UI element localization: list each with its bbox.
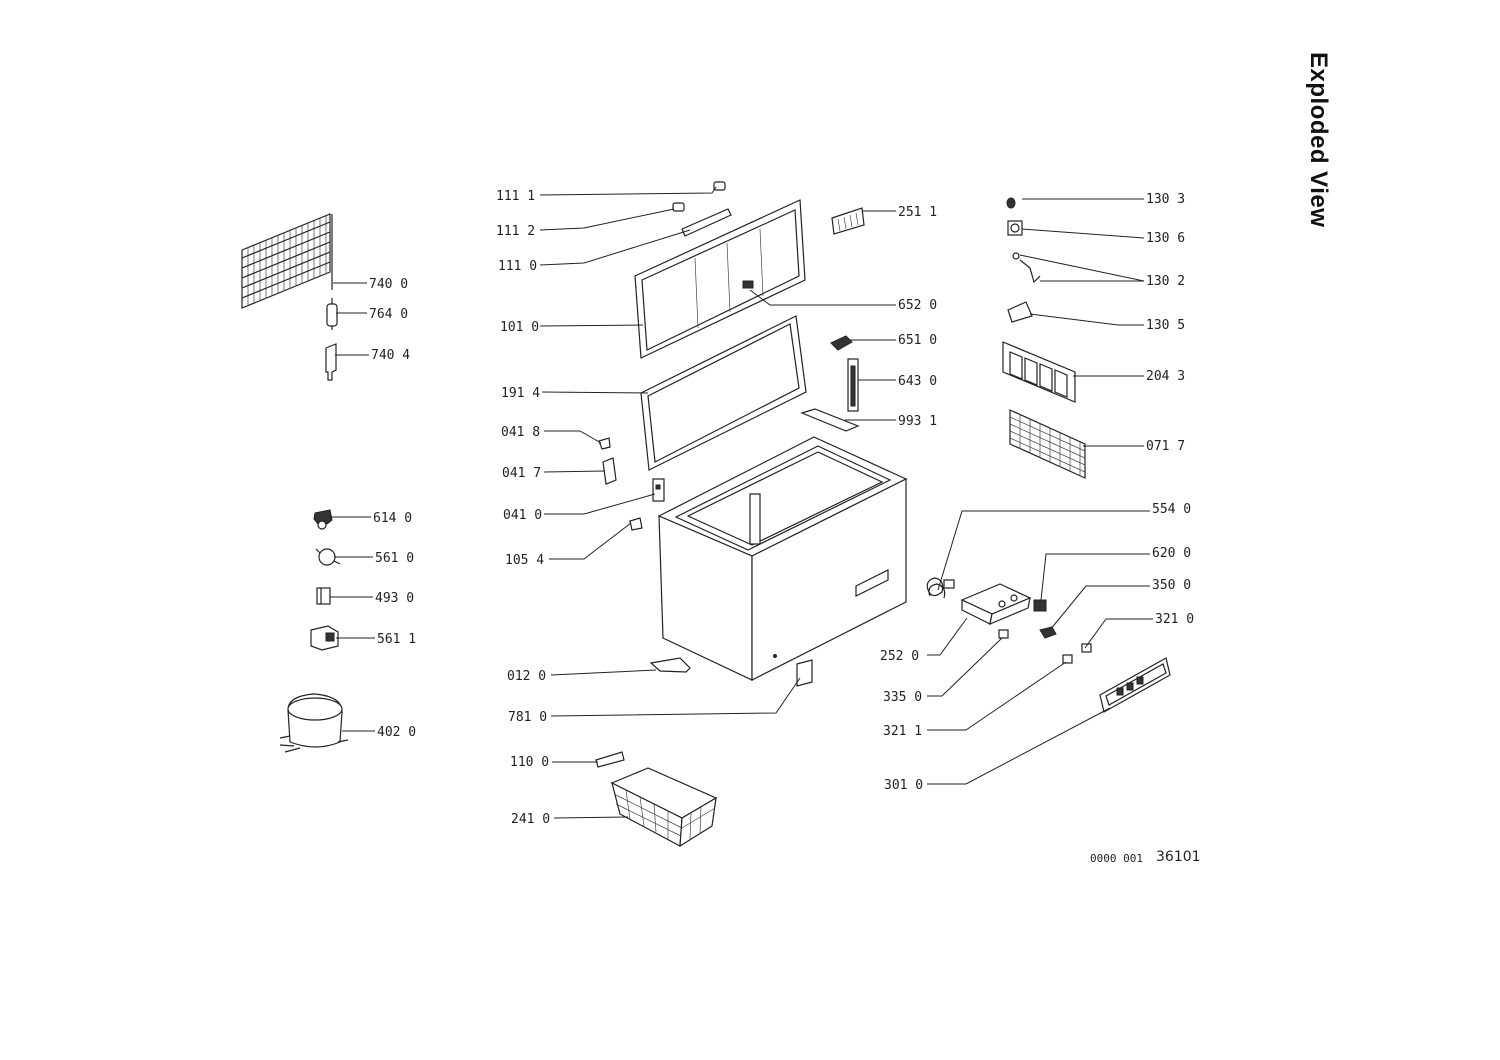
label-301-0: 301 0 [884,778,923,793]
lamp-bulb-drawing [1006,197,1016,209]
label-764-0: 764 0 [369,307,408,322]
support-rail-drawing [847,358,859,412]
thermostat-knob-drawing [1033,599,1047,612]
basket-divider-drawing [595,751,625,768]
label-993-1: 993 1 [898,414,937,429]
drier-filter-drawing [326,298,338,330]
label-651-0: 651 0 [898,333,937,348]
foot-bracket-drawing [649,657,691,673]
storage-basket-drawing [610,767,718,848]
label-321-1: 321 1 [883,724,922,739]
label-350-0: 350 0 [1152,578,1191,593]
page-title: Exploded View [1305,52,1332,228]
pilot-lamp-drawing [1081,643,1092,653]
label-561-1: 561 1 [377,632,416,647]
lid-gasket-drawing [640,315,807,471]
label-241-0: 241 0 [511,812,550,827]
label-251-1: 251 1 [898,205,937,220]
relay-box-drawing [310,625,339,651]
drawing-ref-number: 36101 [1156,849,1201,865]
drawing-ref-code: 0000 001 [1090,852,1143,865]
label-105-4: 105 4 [505,553,544,568]
handle-bar-drawing [681,208,732,237]
drain-cover-drawing [796,659,813,687]
condenser-grille-drawing [1009,409,1086,479]
label-110-0: 110 0 [510,755,549,770]
label-561-0: 561 0 [375,551,414,566]
label-111-0: 111 0 [498,259,537,274]
part-labels: 111 1 111 2 111 0 101 0 191 4 041 8 041 … [369,189,1194,827]
label-614-0: 614 0 [373,511,412,526]
label-012-0: 012 0 [507,669,546,684]
condenser-coil-drawing [241,213,333,309]
lamp-socket-drawing [830,335,853,351]
label-740-0: 740 0 [369,277,408,292]
control-panel-drawing [1099,657,1171,713]
label-041-7: 041 7 [502,466,541,481]
relay-drawing [313,509,333,530]
label-652-0: 652 0 [898,298,937,313]
label-402-0: 402 0 [377,725,416,740]
label-335-0: 335 0 [883,690,922,705]
bushing-drawing [998,629,1009,639]
air-vent-drawing [1002,341,1076,403]
terminal-cover-drawing [316,587,331,605]
label-041-0: 041 0 [503,508,542,523]
label-041-8: 041 8 [501,425,540,440]
freezer-cabinet-drawing [657,436,908,681]
label-740-4: 740 4 [371,348,410,363]
lock-cover-drawing [831,207,865,235]
label-620-0: 620 0 [1152,546,1191,561]
hinge-cap-drawing [672,202,685,212]
label-130-2: 130 2 [1146,274,1185,289]
hinge-cover-drawing [602,457,617,485]
label-101-0: 101 0 [500,320,539,335]
label-130-3: 130 3 [1146,192,1185,207]
thermostat-bulb-drawing [926,577,955,599]
label-554-0: 554 0 [1152,502,1191,517]
hinge-screw-drawing [629,517,643,531]
drawing-reference: 0000 001 36101 [1090,849,1201,865]
label-252-0: 252 0 [880,649,919,664]
lid-drawing [634,199,806,359]
gasket-strip-drawing [800,408,860,432]
compressor-drawing [279,693,349,753]
lamp-cover-drawing [1007,301,1033,323]
label-111-1: 111 1 [496,189,535,204]
switch-drawing [1039,626,1057,639]
label-493-0: 493 0 [375,591,414,606]
label-191-4: 191 4 [501,386,540,401]
lamp-holder-drawing [1007,220,1023,236]
leader-lines [330,186,1153,819]
hinge-drawing [652,478,665,502]
label-130-5: 130 5 [1146,318,1185,333]
label-111-2: 111 2 [496,224,535,239]
label-781-0: 781 0 [508,710,547,725]
label-071-7: 071 7 [1146,439,1185,454]
control-box-drawing [960,583,1032,625]
hinge-pin-drawing [713,181,726,191]
pilot-lamp-green-drawing [1062,654,1073,664]
condenser-bracket-drawing [325,343,337,381]
lamp-contact-drawing [1012,252,1041,284]
label-321-0: 321 0 [1155,612,1194,627]
hinge-clip-drawing [598,437,611,450]
label-130-6: 130 6 [1146,231,1185,246]
label-204-3: 204 3 [1146,369,1185,384]
label-643-0: 643 0 [898,374,937,389]
